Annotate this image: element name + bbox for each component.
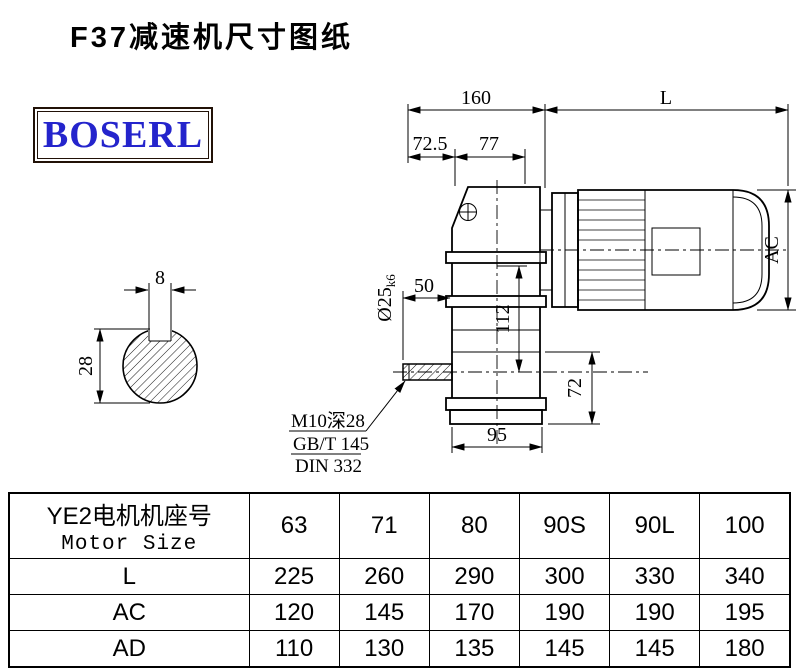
size-cell: 100 [699, 492, 791, 559]
shaft-diameter-label: Ø25k6 [374, 274, 398, 322]
size-cell: 63 [248, 492, 340, 559]
boserl-logo-frame: BOSERL [37, 111, 209, 159]
value-cell: 260 [338, 558, 430, 595]
standard-gbt-label: GB/T 145 [293, 434, 369, 455]
size-cell: 90L [609, 492, 701, 559]
motor-size-header-cell: YE2电机机座号 Motor Size [8, 492, 250, 559]
table-row-AC: AC 120 145 170 190 190 195 [8, 594, 791, 631]
value-cell: 340 [699, 558, 791, 595]
boserl-logo: BOSERL [33, 107, 213, 163]
size-cell: 80 [428, 492, 520, 559]
shaft-cross-section: 8 28 [75, 267, 198, 404]
row-label-AD: AD [8, 630, 250, 668]
technical-drawing: 8 28 [75, 87, 796, 477]
size-cell: 71 [338, 492, 430, 559]
table-row-L: L 225 260 290 300 330 340 [8, 558, 791, 595]
standard-din-label: DIN 332 [295, 456, 362, 477]
motor-dimension-table: YE2电机机座号 Motor Size 63 71 80 90S 90L 100… [8, 492, 791, 668]
value-cell: 110 [248, 630, 340, 668]
value-cell: 190 [518, 594, 611, 631]
value-cell: 120 [248, 594, 340, 631]
dim-95-label: 95 [487, 424, 507, 446]
gearbox-housing [402, 186, 553, 425]
dim-28-label: 28 [75, 356, 97, 376]
page-title: F37减速机尺寸图纸 [70, 22, 353, 54]
value-cell: 135 [428, 630, 520, 668]
value-cell: 145 [518, 630, 611, 668]
value-cell: 195 [699, 594, 791, 631]
dim-AC-label: AC [761, 236, 783, 264]
value-cell: 225 [248, 558, 340, 595]
dimensions: 160 L 72.5 77 50 Ø25k6 112 AC 72 95 [289, 87, 796, 477]
table-header-row: YE2电机机座号 Motor Size 63 71 80 90S 90L 100 [8, 492, 791, 559]
boserl-logo-text: BOSERL [42, 114, 204, 156]
value-cell: 290 [428, 558, 520, 595]
value-cell: 170 [428, 594, 520, 631]
dim-112-label: 112 [492, 304, 514, 333]
size-cell: 90S [518, 492, 611, 559]
value-cell: 190 [609, 594, 701, 631]
output-shaft [402, 363, 453, 381]
dim-8-label: 8 [155, 267, 165, 289]
lifting-hole-icon [459, 203, 477, 221]
motor-nameplate [651, 227, 701, 276]
thread-note-label: M10深28 [291, 410, 365, 432]
value-cell: 330 [609, 558, 701, 595]
motor-body [577, 189, 770, 311]
table-row-AD: AD 110 130 135 145 145 180 [8, 630, 791, 668]
motor [551, 189, 770, 311]
dim-72-label: 72 [564, 378, 586, 398]
dim-50-label: 50 [414, 275, 434, 297]
motor-size-header-cn: YE2电机机座号 [46, 503, 212, 530]
dim-L-label: L [660, 87, 672, 109]
value-cell: 180 [699, 630, 791, 668]
dim-77-label: 77 [479, 133, 499, 155]
row-label-L: L [8, 558, 250, 595]
value-cell: 300 [518, 558, 611, 595]
value-cell: 130 [338, 630, 430, 668]
row-label-AC: AC [8, 594, 250, 631]
value-cell: 145 [609, 630, 701, 668]
dim-72-5-label: 72.5 [413, 133, 448, 155]
value-cell: 145 [338, 594, 430, 631]
dim-160-label: 160 [461, 87, 491, 109]
motor-size-header-en: Motor Size [61, 533, 198, 556]
